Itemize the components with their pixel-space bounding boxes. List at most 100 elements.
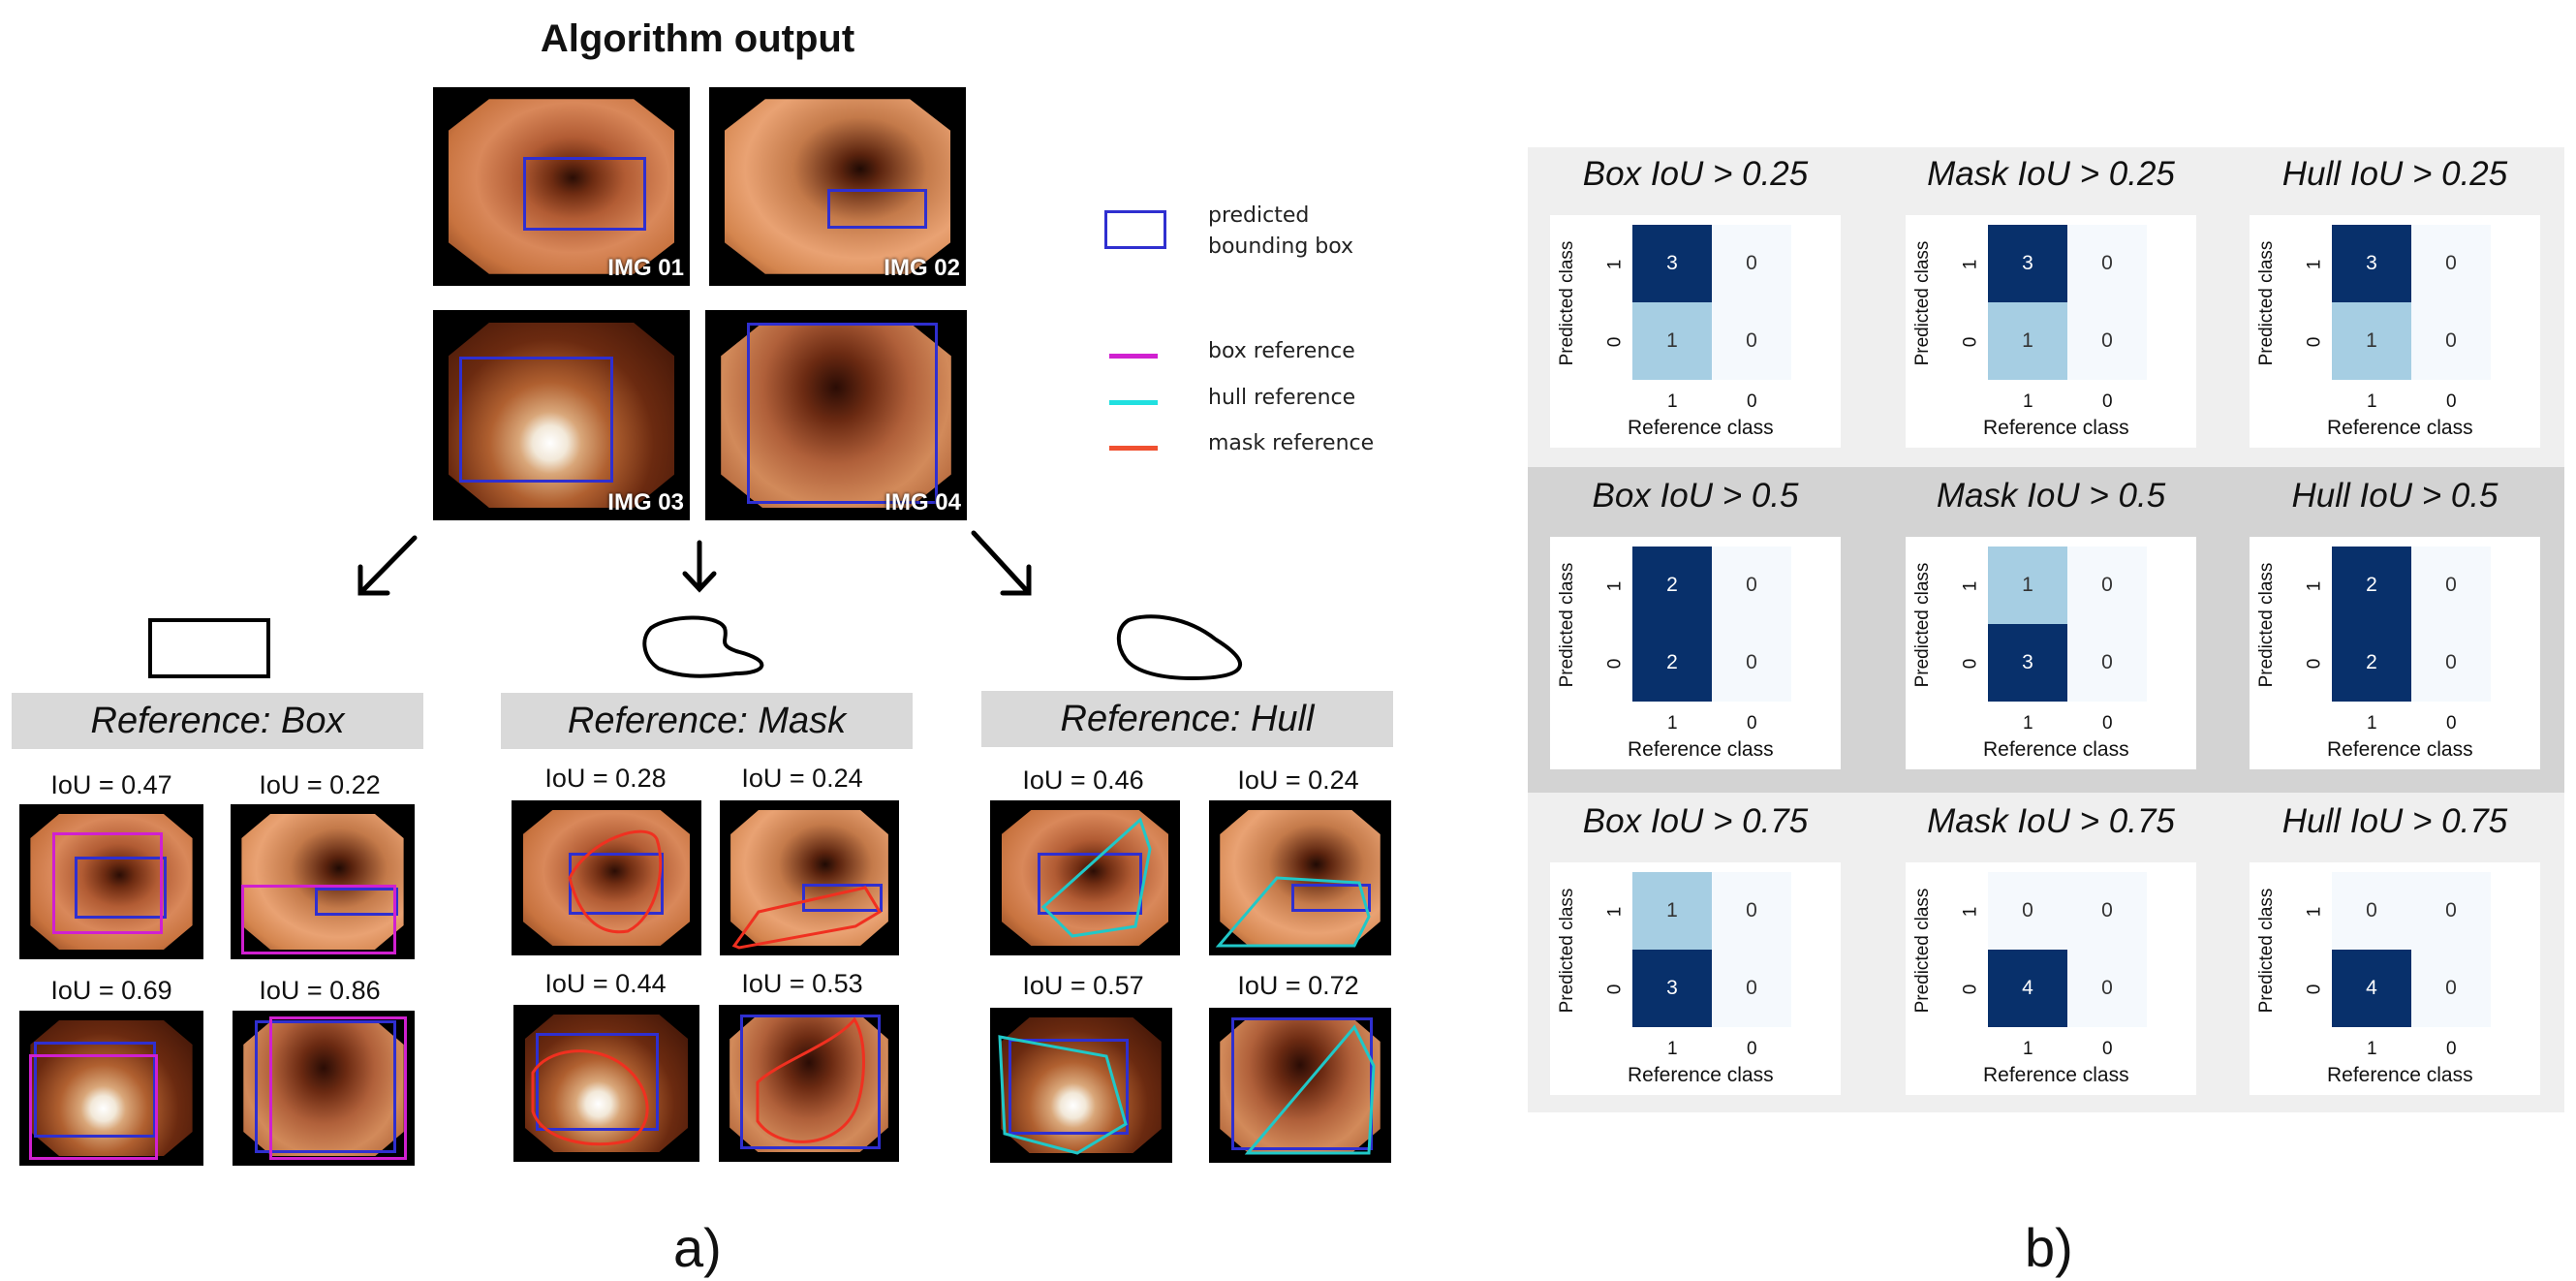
reference-hull-header: Reference: Hull [981,691,1393,747]
mask-ref-image-03 [513,1005,699,1162]
cm-x-tick: 0 [1747,391,1757,412]
iou-label: IoU = 0.24 [741,764,863,793]
cm-cell: 0 [2411,872,2491,950]
cm-cell: 0 [2067,302,2147,380]
cm-cell: 0 [1988,872,2067,950]
cm-y-axis-label: Predicted class [1557,562,1577,688]
box-ref-image-03 [19,1011,203,1166]
cm-cell: 0 [2067,950,2147,1027]
mask-ref-image-02 [720,800,899,955]
iou-label: IoU = 0.22 [259,770,381,799]
cm-title: Box IoU > 0.75 [1582,802,1809,840]
legend-predicted-swatch [1104,210,1166,249]
mask-shape-icon [642,615,764,678]
arrow-to-hull [971,530,1032,596]
cm-x-tick: 0 [2102,391,2113,412]
cm-y-tick: 0 [1960,658,1981,670]
cm-x-tick: 0 [2102,713,2113,734]
cm-title: Hull IoU > 0.75 [2281,802,2508,840]
iou-label: IoU = 0.86 [259,976,381,1005]
hull-ref-image-03 [990,1008,1172,1163]
cm-y-tick: 1 [1960,259,1981,270]
arrows-and-shapes [148,530,1242,681]
cm-y-axis-label: Predicted class [2256,240,2277,366]
cm-x-axis-label: Reference class [1983,417,2129,439]
cm-x-tick: 0 [2446,1039,2457,1059]
legend: predicted bounding box box reference hul… [1100,199,1390,470]
cm-y-tick: 0 [1604,336,1626,348]
panel-a-label: a) [673,1217,722,1278]
cm-y-tick: 1 [1604,580,1626,592]
cm-cell: 4 [1988,950,2067,1027]
cm-cell: 1 [2332,302,2411,380]
cm-cell: 0 [1712,547,1791,624]
legend-hull-ref-swatch [1109,400,1158,405]
cm-cell: 0 [2411,302,2491,380]
cm-x-tick: 1 [1667,713,1678,734]
cm-x-axis-label: Reference class [2327,1064,2473,1086]
cm-x-tick: 1 [1667,391,1678,412]
iou-label: IoU = 0.69 [50,976,172,1005]
cm-y-tick: 1 [2304,906,2325,918]
cm-cell: 0 [2332,872,2411,950]
cm-y-axis-label: Predicted class [2256,562,2277,688]
cm-cell: 0 [2067,624,2147,702]
legend-hull-ref-label: hull reference [1208,386,1356,410]
cm-x-tick: 1 [2367,713,2377,734]
iou-label: IoU = 0.72 [1237,971,1359,1000]
iou-label: IoU = 0.28 [544,764,667,793]
cm-title: Box IoU > 0.25 [1582,155,1809,193]
cm-title: Mask IoU > 0.5 [1936,477,2166,515]
box-ref-image-01 [19,804,203,959]
image-label: IMG 02 [884,255,960,281]
cm-y-tick: 0 [2304,658,2325,670]
cm-cell: 0 [1712,624,1791,702]
endoscopy-image-01: IMG 01 [433,87,690,286]
cm-y-tick: 1 [2304,580,2325,592]
cm-title: Mask IoU > 0.25 [1927,155,2175,193]
cm-title: Box IoU > 0.5 [1592,477,1799,515]
iou-label: IoU = 0.46 [1022,765,1144,795]
cm-cell: 0 [2067,225,2147,302]
cm-x-tick: 1 [2023,391,2033,412]
cm-cell: 0 [2067,547,2147,624]
cm-cell: 0 [1712,225,1791,302]
hull-ref-image-01 [990,800,1180,955]
iou-label: IoU = 0.57 [1022,971,1144,1000]
cm-y-tick: 0 [2304,984,2325,995]
cm-cell: 0 [2411,624,2491,702]
cm-y-tick: 1 [1960,906,1981,918]
legend-box-ref-label: box reference [1208,339,1355,363]
legend-mask-ref-label: mask reference [1208,431,1375,455]
cm-cell: 1 [1632,302,1712,380]
iou-label: IoU = 0.24 [1237,765,1359,795]
iou-label: IoU = 0.44 [544,969,667,998]
cm-x-tick: 0 [2446,391,2457,412]
cm-cell: 4 [2332,950,2411,1027]
reference-mask-header: Reference: Mask [501,693,913,749]
cm-cell: 0 [2411,225,2491,302]
hull-ref-image-04 [1209,1008,1391,1163]
box-ref-image-02 [231,804,415,959]
hull-ref-image-02 [1209,800,1391,955]
cm-title: Hull IoU > 0.5 [2291,477,2498,515]
cm-x-axis-label: Reference class [1628,1064,1774,1086]
cm-x-tick: 1 [2023,1039,2033,1059]
cm-y-tick: 0 [2304,336,2325,348]
cm-cell: 0 [2411,950,2491,1027]
cm-x-axis-label: Reference class [2327,417,2473,439]
cm-y-tick: 1 [1960,580,1981,592]
cm-cell: 0 [1712,302,1791,380]
cm-y-axis-label: Predicted class [1912,240,1933,366]
endoscopy-image-04: IMG 04 [705,310,967,520]
cm-cell: 3 [1632,950,1712,1027]
mask-ref-image-01 [512,800,701,955]
cm-cell: 1 [1988,302,2067,380]
cm-cell: 3 [1988,225,2067,302]
reference-box-header: Reference: Box [12,693,423,749]
image-label: IMG 03 [607,489,684,516]
cm-y-tick: 1 [1604,259,1626,270]
